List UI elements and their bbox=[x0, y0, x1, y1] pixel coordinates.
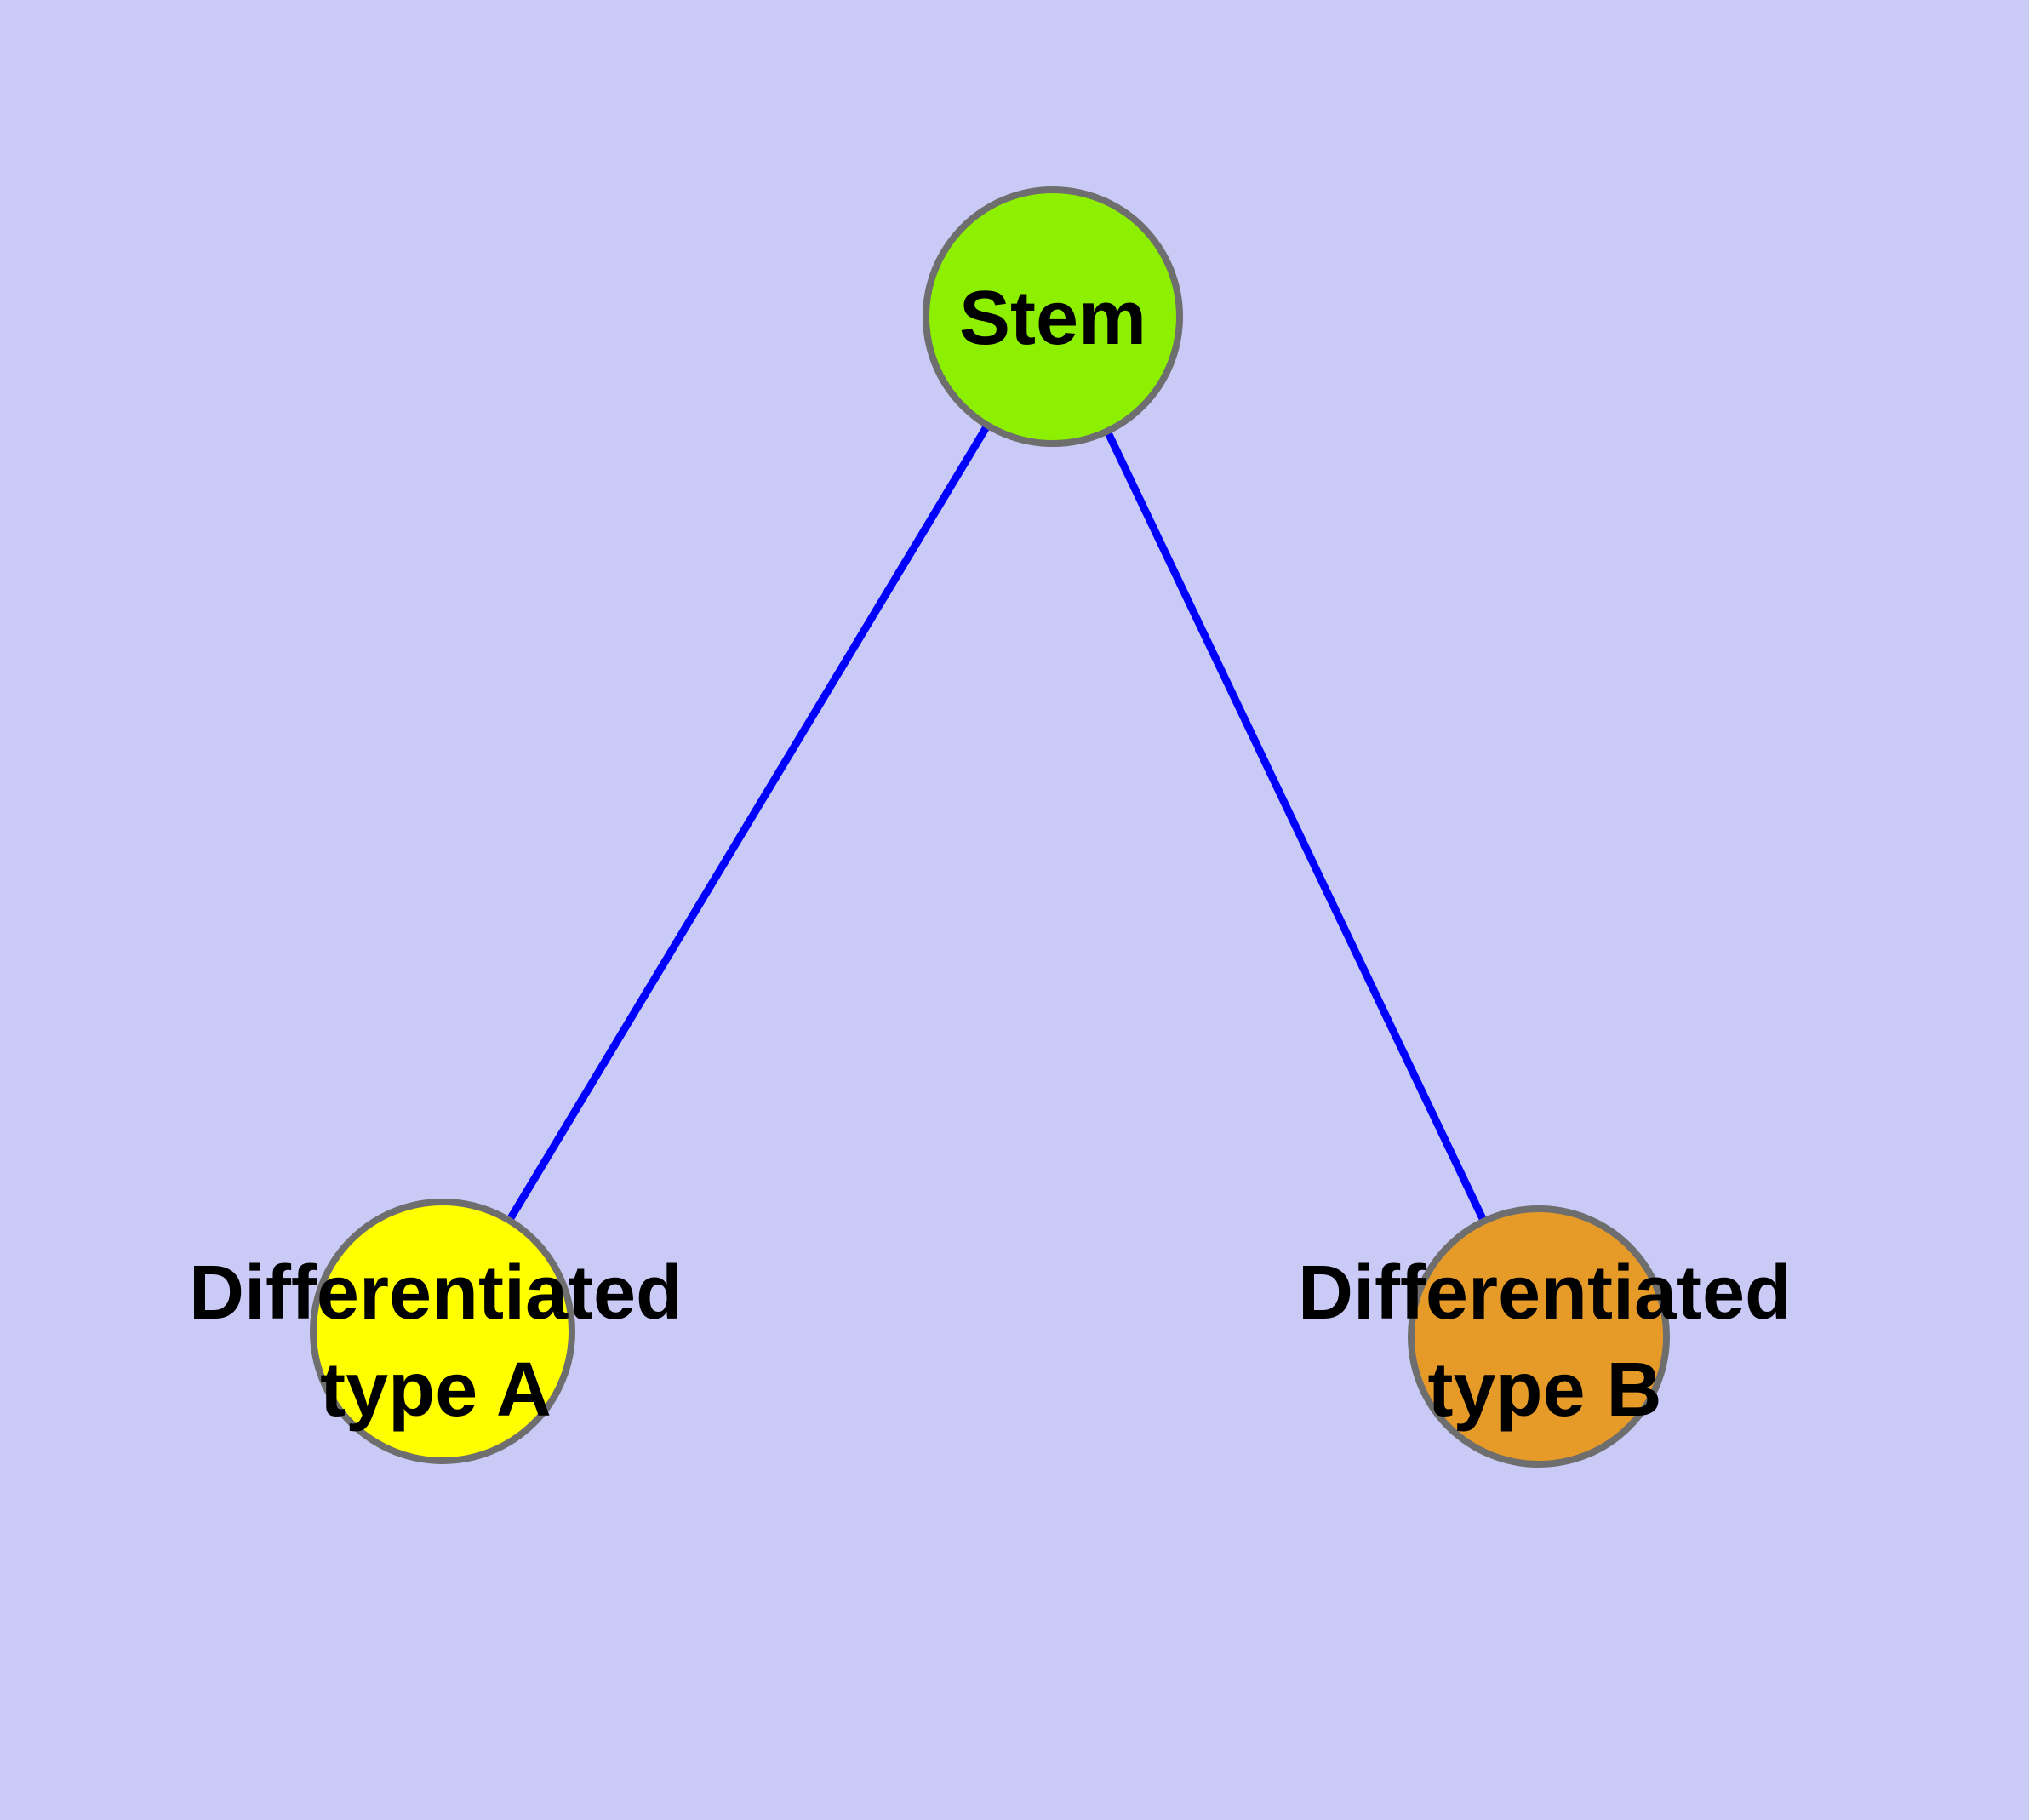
node-type-b-label-line2: type B bbox=[1427, 1348, 1661, 1433]
node-type-a-label-line2: type A bbox=[320, 1348, 552, 1433]
edge-stem-to-type-b bbox=[1049, 315, 1543, 1338]
node-stem-circle bbox=[923, 186, 1183, 447]
node-type-b-circle bbox=[1408, 1205, 1670, 1468]
node-stem-label: Stem bbox=[959, 276, 1146, 361]
node-type-a-circle bbox=[310, 1199, 575, 1464]
edge-stem-to-type-a bbox=[439, 314, 1056, 1334]
node-type-b-label-line1: Differentiated bbox=[1298, 1251, 1792, 1336]
node-type-a-label-line1: Differentiated bbox=[189, 1251, 683, 1336]
